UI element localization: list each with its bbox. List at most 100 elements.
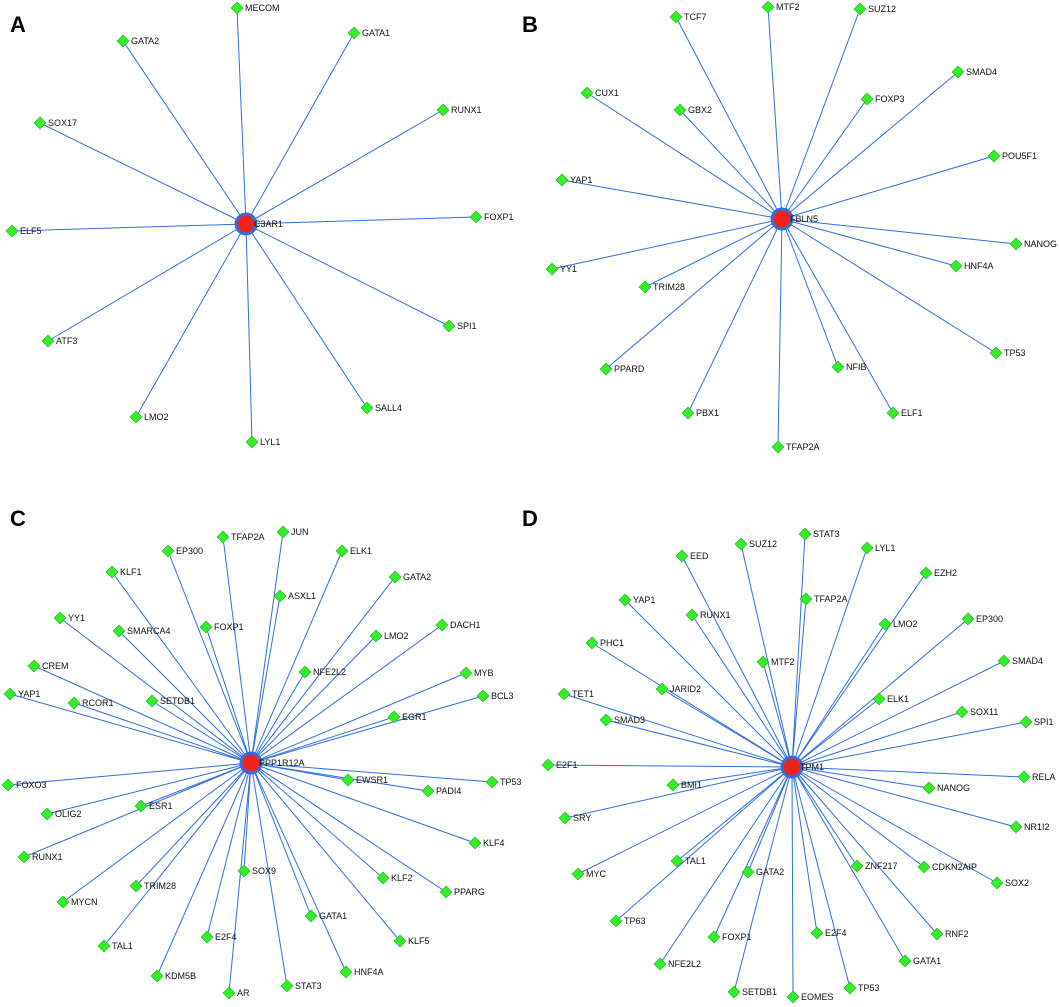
node-stat3[interactable]: STAT3	[798, 527, 840, 541]
node-lmo2[interactable]: LMO2	[878, 617, 918, 631]
node-runx1[interactable]: RUNX1	[436, 103, 482, 117]
node-klf2[interactable]: KLF2	[376, 871, 413, 885]
node-nr1i2[interactable]: NR1I2	[1009, 820, 1050, 834]
node-dach1[interactable]: DACH1	[435, 618, 481, 632]
node-runx1[interactable]: RUNX1	[17, 850, 63, 864]
node-nfe2l2[interactable]: NFE2L2	[298, 665, 346, 679]
node-runx1[interactable]: RUNX1	[685, 608, 731, 622]
node-stat3[interactable]: STAT3	[280, 979, 322, 993]
node-crem[interactable]: CREM	[27, 659, 69, 673]
node-elk1[interactable]: ELK1	[872, 692, 909, 706]
hub-node[interactable]: TPM1	[780, 755, 824, 779]
node-mtf2[interactable]: MTF2	[761, 0, 800, 14]
node-nfe2l2[interactable]: NFE2L2	[653, 957, 701, 971]
node-rnf2[interactable]: RNF2	[930, 927, 969, 941]
node-smad4[interactable]: SMAD4	[951, 65, 997, 79]
node-gata2[interactable]: GATA2	[388, 570, 431, 584]
node-sox9[interactable]: SOX9	[237, 864, 276, 878]
node-tet1[interactable]: TET1	[557, 687, 594, 701]
node-trim28[interactable]: TRIM28	[129, 879, 176, 893]
node-cux1[interactable]: CUX1	[580, 86, 619, 100]
node-foxo3[interactable]: FOXO3	[1, 778, 47, 792]
node-nfib[interactable]: NFIB	[831, 360, 867, 374]
node-pou5f1[interactable]: POU5F1	[987, 149, 1037, 163]
node-klf1[interactable]: KLF1	[105, 565, 142, 579]
node-znf217[interactable]: ZNF217	[850, 859, 898, 873]
node-tp53[interactable]: TP53	[485, 775, 522, 789]
node-setdb1[interactable]: SETDB1	[727, 985, 777, 999]
node-padi4[interactable]: PADI4	[421, 784, 461, 798]
node-foxp1[interactable]: FOXP1	[469, 210, 514, 224]
node-trim28[interactable]: TRIM28	[638, 280, 685, 294]
node-gata1[interactable]: GATA1	[347, 26, 390, 40]
node-cdkn2aip[interactable]: CDKN2AIP	[917, 860, 977, 874]
node-gata1[interactable]: GATA1	[898, 954, 941, 968]
node-sall4[interactable]: SALL4	[360, 401, 402, 415]
node-egr1[interactable]: EGR1	[387, 710, 427, 724]
node-rcor1[interactable]: RCOR1	[67, 696, 114, 710]
node-smarca4[interactable]: SMARCA4	[112, 624, 171, 638]
node-sox17[interactable]: SOX17	[33, 116, 77, 130]
node-mecom[interactable]: MECOM	[230, 1, 280, 15]
node-lyl1[interactable]: LYL1	[245, 435, 280, 449]
node-ep300[interactable]: EP300	[961, 612, 1003, 626]
node-nanog[interactable]: NANOG	[922, 781, 970, 795]
node-bmi1[interactable]: BMI1	[666, 778, 702, 792]
node-sox11[interactable]: SOX11	[955, 705, 998, 719]
node-suz12[interactable]: SUZ12	[853, 2, 896, 16]
node-yap1[interactable]: YAP1	[3, 687, 40, 701]
node-hnf4a[interactable]: HNF4A	[949, 259, 994, 273]
node-gata2[interactable]: GATA2	[741, 865, 784, 879]
node-yy1[interactable]: YY1	[545, 262, 577, 276]
node-bcl3[interactable]: BCL3	[476, 689, 514, 703]
node-spi1[interactable]: SPI1	[442, 319, 477, 333]
node-e2f1[interactable]: E2F1	[541, 758, 578, 772]
node-jarid2[interactable]: JARID2	[655, 682, 701, 696]
node-spi1[interactable]: SPI1	[1019, 715, 1054, 729]
node-pbx1[interactable]: PBX1	[681, 406, 719, 420]
node-tcf7[interactable]: TCF7	[669, 10, 707, 24]
node-smad4[interactable]: SMAD4	[997, 654, 1043, 668]
node-kdm5b[interactable]: KDM5B	[150, 969, 196, 983]
node-elf1[interactable]: ELF1	[886, 406, 923, 420]
node-foxp1[interactable]: FOXP1	[199, 620, 244, 634]
node-elf5[interactable]: ELF5	[5, 224, 42, 238]
node-yap1[interactable]: YAP1	[555, 173, 592, 187]
node-gata1[interactable]: GATA1	[304, 909, 347, 923]
node-ppard[interactable]: PPARD	[599, 362, 645, 376]
node-tp63[interactable]: TP63	[609, 914, 646, 928]
node-nanog[interactable]: NANOG	[1009, 237, 1057, 251]
node-smad3[interactable]: SMAD3	[599, 713, 645, 727]
node-ar[interactable]: AR	[222, 986, 250, 1000]
node-tal1[interactable]: TAL1	[97, 939, 133, 953]
node-gata2[interactable]: GATA2	[116, 34, 159, 48]
node-atf3[interactable]: ATF3	[41, 334, 77, 348]
node-lyl1[interactable]: LYL1	[860, 541, 895, 555]
node-myb[interactable]: MYB	[459, 666, 494, 680]
node-suz12[interactable]: SUZ12	[734, 537, 777, 551]
node-e2f4[interactable]: E2F4	[200, 930, 237, 944]
node-eed[interactable]: EED	[675, 549, 709, 563]
node-sox2[interactable]: SOX2	[990, 876, 1029, 890]
node-ezh2[interactable]: EZH2	[919, 566, 957, 580]
hub-node[interactable]: PPP1R12A	[239, 751, 305, 775]
node-pparg[interactable]: PPARG	[439, 885, 485, 899]
node-sry[interactable]: SRY	[558, 811, 591, 825]
node-phc1[interactable]: PHC1	[585, 636, 624, 650]
node-tp53[interactable]: TP53	[843, 981, 880, 995]
node-yap1[interactable]: YAP1	[618, 593, 655, 607]
hub-node[interactable]: FBLN5	[770, 207, 818, 231]
node-tfap2a[interactable]: TFAP2A	[799, 592, 848, 606]
node-setdb1[interactable]: SETDB1	[145, 694, 195, 708]
node-eomes[interactable]: EOMES	[786, 990, 834, 1004]
node-tp53[interactable]: TP53	[989, 346, 1026, 360]
node-myc[interactable]: MYC	[571, 867, 607, 881]
node-foxp3[interactable]: FOXP3	[860, 92, 905, 106]
node-tal1[interactable]: TAL1	[670, 854, 706, 868]
node-elk1[interactable]: ELK1	[335, 544, 372, 558]
node-e2f4[interactable]: E2F4	[810, 926, 847, 940]
node-tfap2a[interactable]: TFAP2A	[771, 440, 820, 454]
node-lmo2[interactable]: LMO2	[369, 629, 409, 643]
node-foxp1[interactable]: FOXP1	[707, 930, 752, 944]
node-gbx2[interactable]: GBX2	[673, 103, 712, 117]
